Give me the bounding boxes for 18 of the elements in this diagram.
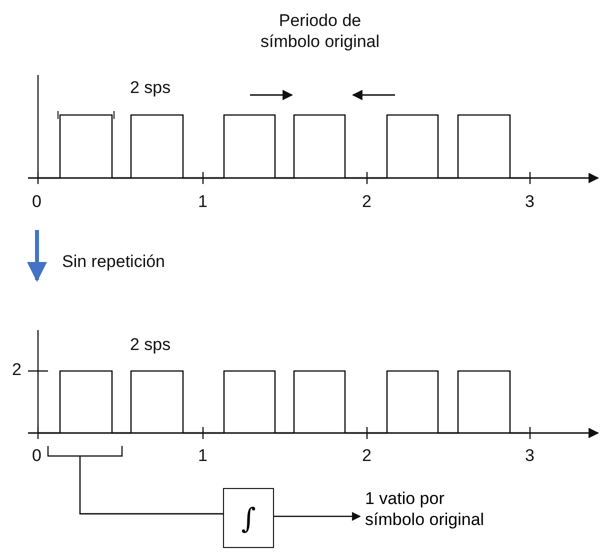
tick-label: 1 <box>198 446 208 466</box>
rate-label: 2 sps <box>130 335 171 355</box>
tick-label: 3 <box>525 192 534 212</box>
bracket-mark <box>47 446 123 457</box>
tick-label: 1 <box>198 192 208 212</box>
tick-label: 3 <box>525 446 534 466</box>
tick-label: 2 <box>12 360 22 380</box>
tick-label: 0 <box>32 192 42 212</box>
tick-label: 2 <box>362 192 372 212</box>
integrator-box: ∫ <box>223 488 274 548</box>
arrow <box>274 512 361 521</box>
annotation-text: 1 vatio por símbolo original <box>365 488 485 554</box>
tick-label: 0 <box>32 446 42 466</box>
annotation-text: Periodo de símbolo original <box>259 10 381 52</box>
rate-label: 2 sps <box>130 78 171 98</box>
tick-label: 2 <box>362 446 372 466</box>
connector-line <box>79 456 223 514</box>
step-label: Sin repetición <box>62 252 166 272</box>
